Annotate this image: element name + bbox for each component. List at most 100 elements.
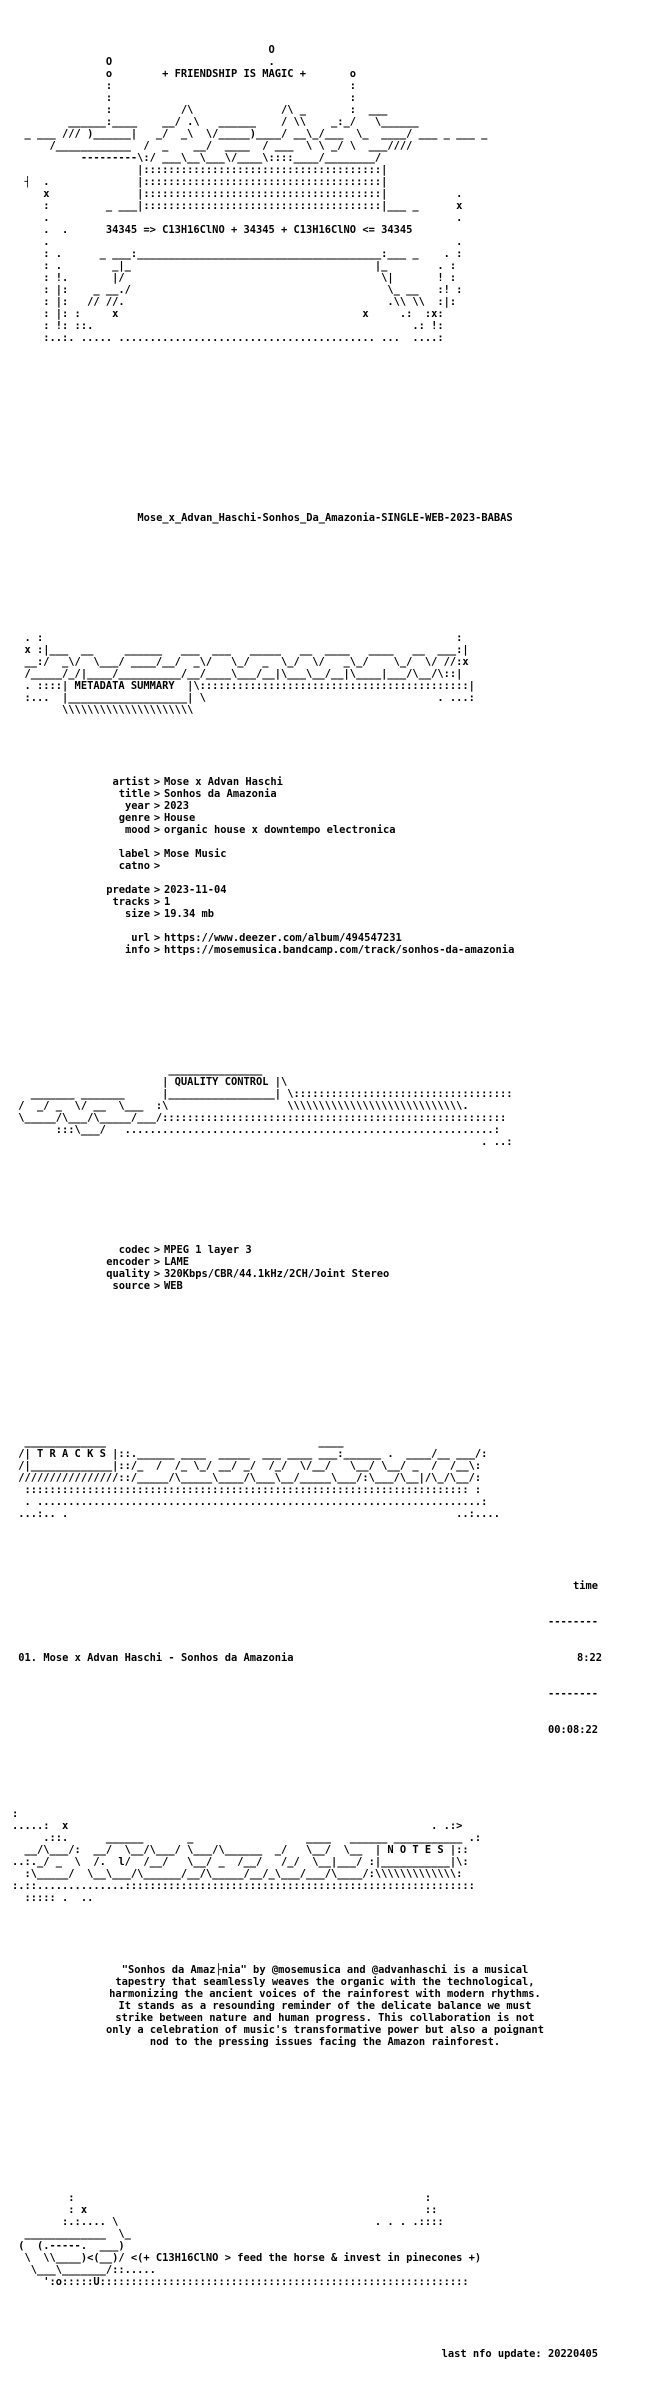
header-art-line: . . 34345 => C13H16ClNO + 34345 + C13H16…	[12, 224, 413, 236]
field-row: size>19.34 mb	[12, 908, 638, 920]
footer-art: : : : x :: :.:.... \ . . . .:::: ___	[12, 2192, 638, 2288]
header-art-line: :..:. ..... ............................…	[12, 332, 444, 344]
tracks-banner-line: _____________ ____	[12, 1436, 494, 1448]
metadata-banner-line: . : :	[12, 632, 463, 644]
field-value: 2023	[164, 800, 190, 812]
metadata-banner-line: /_____/_/|____/__________/__/____\___/__…	[12, 668, 463, 680]
notes-banner-line: ::::: . ..	[12, 1892, 475, 1904]
last-update: last nfo update: 20220405	[441, 2348, 598, 2360]
field-key: label	[118, 848, 150, 860]
metadata-banner-line: . ::::| METADATA SUMMARY |\:::::::::::::…	[12, 680, 475, 692]
field-key: catno	[118, 860, 150, 872]
field-separator: >	[153, 884, 161, 896]
field-value: Mose Music	[164, 848, 227, 860]
tracks-banner-line: . ......................................…	[12, 1496, 488, 1508]
field-separator: >	[153, 1244, 161, 1256]
header-art-line: /____________ / _ __/ ____ / ___ \ \ _/ …	[12, 140, 413, 152]
field-key: tracks	[112, 896, 150, 908]
field-separator: >	[153, 1268, 161, 1280]
field-row: encoder>LAME	[12, 1256, 638, 1268]
footer-art-line: \ \\____)<(__)/ <(+ C13H16ClNO > feed th…	[12, 2252, 482, 2264]
field-row: label>Mose Music	[12, 848, 638, 860]
field-row: codec>MPEG 1 layer 3	[12, 1244, 638, 1256]
field-key: genre	[118, 812, 150, 824]
field-key: quality	[106, 1268, 150, 1280]
field-separator: >	[153, 800, 161, 812]
notes-line: harmonizing the ancient voices of the ra…	[109, 1988, 541, 2000]
field-separator: >	[153, 776, 161, 788]
field-separator: >	[153, 932, 161, 944]
field-key: title	[118, 788, 150, 800]
field-value: https://www.deezer.com/album/494547231	[164, 932, 402, 944]
field-row: title>Sonhos da Amazonia	[12, 788, 638, 800]
header-art-line: : :	[12, 80, 357, 92]
header-art-line: _ ___ /// )______| _/ _\ \/_____)____/ _…	[12, 128, 488, 140]
header-art-line: O	[12, 44, 275, 56]
header-art-line: : |: : x x .: :x:	[12, 308, 444, 320]
field-row: catno>	[12, 860, 638, 872]
tracks-banner-line: ...:.. . ..:....	[12, 1508, 500, 1520]
field-separator: >	[153, 1280, 161, 1292]
metadata-banner-line: __:/ _\/ \___/ ____/__/ _\/ \_/ _ \_/ \/…	[12, 656, 469, 668]
field-row: genre>House	[12, 812, 638, 824]
header-art-line: : _ ___|::::::::::::::::::::::::::::::::…	[12, 200, 463, 212]
quality-banner-line: . ..:	[12, 1136, 513, 1148]
field-separator: >	[153, 788, 161, 800]
field-key: encoder	[106, 1256, 150, 1268]
track-number: 01.	[18, 1652, 38, 1664]
header-art-line: o + FRIENDSHIP IS MAGIC + o	[12, 68, 357, 80]
footer-art-line: ':o:::::U:::::::::::::::::::::::::::::::…	[12, 2276, 469, 2288]
tracks-banner-line: ////////////////::/_____/\_____\____/\__…	[12, 1472, 482, 1484]
field-key: codec	[118, 1244, 150, 1256]
field-key: predate	[106, 884, 150, 896]
field-row: predate>2023-11-04	[12, 884, 638, 896]
notes-banner-line: .....: x . .:>	[12, 1820, 463, 1832]
header-art-line: ______:____ __/ .\ ______ / \\ _:_/ \___…	[12, 116, 419, 128]
header-art-line: : . _ ___:______________________________…	[12, 248, 463, 260]
track-row: 01. Mose x Advan Haschi - Sonhos da Amaz…	[12, 1652, 638, 1664]
notes-banner-line: .::. ______ _ ____ ______ ___________ .:	[12, 1832, 482, 1844]
nfo-document: O O . o + FRIENDSHIP IS MAGIC + o : : :	[12, 8, 638, 2384]
field-value: 19.34 mb	[164, 908, 215, 920]
notes-line: It stands as a resounding reminder of th…	[118, 2000, 532, 2012]
footer-art-line: _____________ \_	[12, 2228, 444, 2240]
footer-art-line: ( (.-----. ___)	[12, 2240, 125, 2252]
quality-banner-line: | QUALITY CONTROL |\	[12, 1076, 288, 1088]
field-row: artist>Mose x Advan Haschi	[12, 776, 638, 788]
notes-line: strike between nature and human progress…	[115, 2012, 535, 2024]
notes-banner-line: :.::..............::::::::::::::::::::::…	[12, 1880, 475, 1892]
field-row: info>https://mosemusica.bandcamp.com/tra…	[12, 944, 638, 956]
field-key: source	[112, 1280, 150, 1292]
notes-banner-line: ..:._/ _ \ /. l/ /__/ \__/ _ /__/ /_/ \_…	[12, 1856, 469, 1868]
tracks-banner-line: ::::::::::::::::::::::::::::::::::::::::…	[12, 1484, 482, 1496]
notes-text: "Sonhos da Amaz├nia" by @mosemusica and …	[12, 1964, 638, 2048]
field-value: organic house x downtempo electronica	[164, 824, 396, 836]
field-key: info	[124, 944, 150, 956]
release-name: Mose_x_Advan_Haschi-Sonhos_Da_Amazonia-S…	[137, 512, 513, 524]
field-key: year	[124, 800, 150, 812]
header-art-line: . .	[12, 236, 463, 248]
field-value: 2023-11-04	[164, 884, 227, 896]
field-value: https://mosemusica.bandcamp.com/track/so…	[164, 944, 515, 956]
header-art-line: |::::::::::::::::::::::::::::::::::::::|	[12, 164, 388, 176]
metadata-banner: . : : x :|___ __ ______ ___ ___ _____ __…	[12, 632, 638, 716]
quality-banner-line: :::\___/ ...............................…	[12, 1124, 500, 1136]
field-value: WEB	[164, 1280, 183, 1292]
metadata-banner-line: x :|___ __ ______ ___ ___ _____ __ ____ …	[12, 644, 469, 656]
header-art: O O . o + FRIENDSHIP IS MAGIC + o : : :	[12, 44, 638, 344]
quality-banner-line: _______________	[12, 1064, 263, 1076]
field-value: House	[164, 812, 196, 824]
field-row: mood>organic house x downtempo electroni…	[12, 824, 638, 836]
field-separator: >	[153, 812, 161, 824]
header-art-line: . .	[12, 212, 463, 224]
field-separator: >	[153, 824, 161, 836]
time-header: time	[572, 1580, 598, 1592]
notes-banner: : .....: x . .:> .::. ______ _ ____ __	[12, 1808, 638, 1904]
total-time: 00:08:22	[547, 1724, 598, 1736]
quality-banner-line: / _/ _ \/ __ \___ :\ \\\\\\\\\\\\\\\\\\\…	[12, 1100, 469, 1112]
tracks-banner: _____________ ____ /| T R A C K S |::.__…	[12, 1436, 638, 1520]
footer-art-line: : x ::	[12, 2204, 438, 2216]
footer-art-line: \___\_______/::.....	[12, 2264, 156, 2276]
